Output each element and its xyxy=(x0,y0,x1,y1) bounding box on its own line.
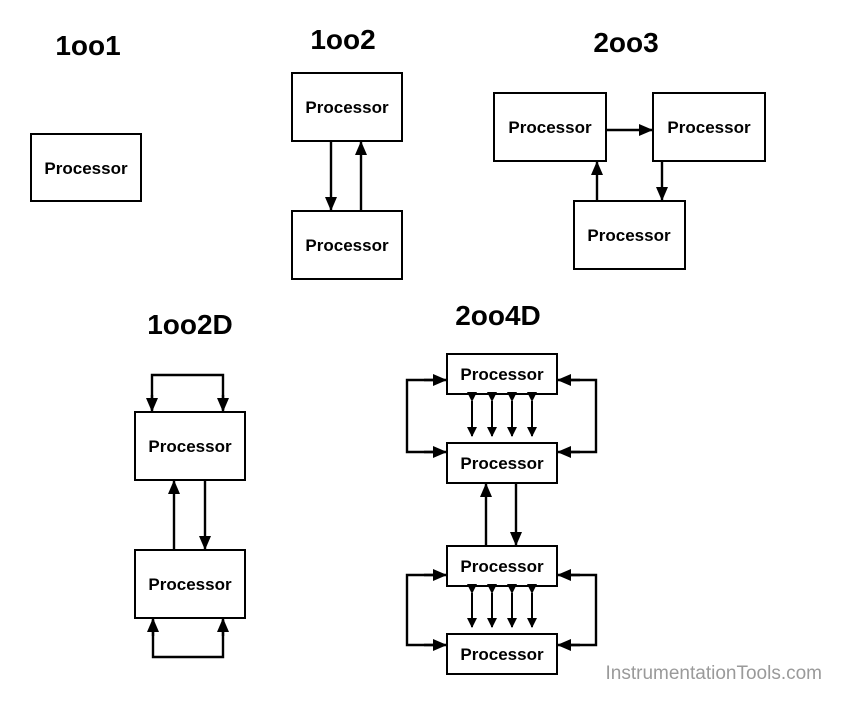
processor-label: Processor xyxy=(305,98,389,117)
architecture-1oo2: 1oo2 Processor Processor xyxy=(291,24,403,280)
architecture-2oo4d: 2oo4D Processor Processor Processor Proc… xyxy=(405,300,598,675)
processor-label: Processor xyxy=(460,454,544,473)
bidirectional-links xyxy=(467,392,537,437)
architecture-title: 2oo4D xyxy=(455,300,541,331)
processor-box: Processor xyxy=(134,411,246,481)
diagnostic-loop xyxy=(560,378,598,454)
processor-box: Processor xyxy=(446,353,558,395)
architecture-title: 2oo3 xyxy=(593,27,658,58)
processor-label: Processor xyxy=(148,437,232,456)
processor-box: Processor xyxy=(134,549,246,619)
architecture-title: 1oo2 xyxy=(310,24,375,55)
processor-label: Processor xyxy=(460,365,544,384)
processor-label: Processor xyxy=(305,236,389,255)
processor-box: Processor xyxy=(493,92,607,162)
diagnostic-loop xyxy=(150,373,225,410)
architecture-title: 1oo1 xyxy=(55,30,120,61)
processor-label: Processor xyxy=(587,226,671,245)
processor-box: Processor xyxy=(30,133,142,202)
processor-label: Processor xyxy=(148,575,232,594)
diagnostic-loop xyxy=(560,573,598,647)
processor-box: Processor xyxy=(291,210,403,280)
architecture-1oo2d: 1oo2D Processor Processor xyxy=(134,309,246,659)
architecture-1oo1: 1oo1 Processor xyxy=(30,30,142,202)
processor-box: Processor xyxy=(652,92,766,162)
watermark: InstrumentationTools.com xyxy=(606,663,823,684)
diagnostic-loop xyxy=(405,378,444,454)
diagnostic-loop xyxy=(151,620,225,659)
diagnostic-loop xyxy=(405,573,444,647)
architecture-2oo3: 2oo3 Processor Processor Processor xyxy=(493,27,766,270)
processor-label: Processor xyxy=(667,118,751,137)
architecture-title: 1oo2D xyxy=(147,309,233,340)
processor-box: Processor xyxy=(573,200,686,270)
processor-label: Processor xyxy=(460,557,544,576)
bidirectional-links xyxy=(467,584,537,628)
processor-label: Processor xyxy=(460,645,544,664)
processor-box: Processor xyxy=(291,72,403,142)
processor-box: Processor xyxy=(446,545,558,587)
processor-box: Processor xyxy=(446,442,558,484)
processor-label: Processor xyxy=(508,118,592,137)
processor-box: Processor xyxy=(446,633,558,675)
processor-label: Processor xyxy=(44,159,128,178)
